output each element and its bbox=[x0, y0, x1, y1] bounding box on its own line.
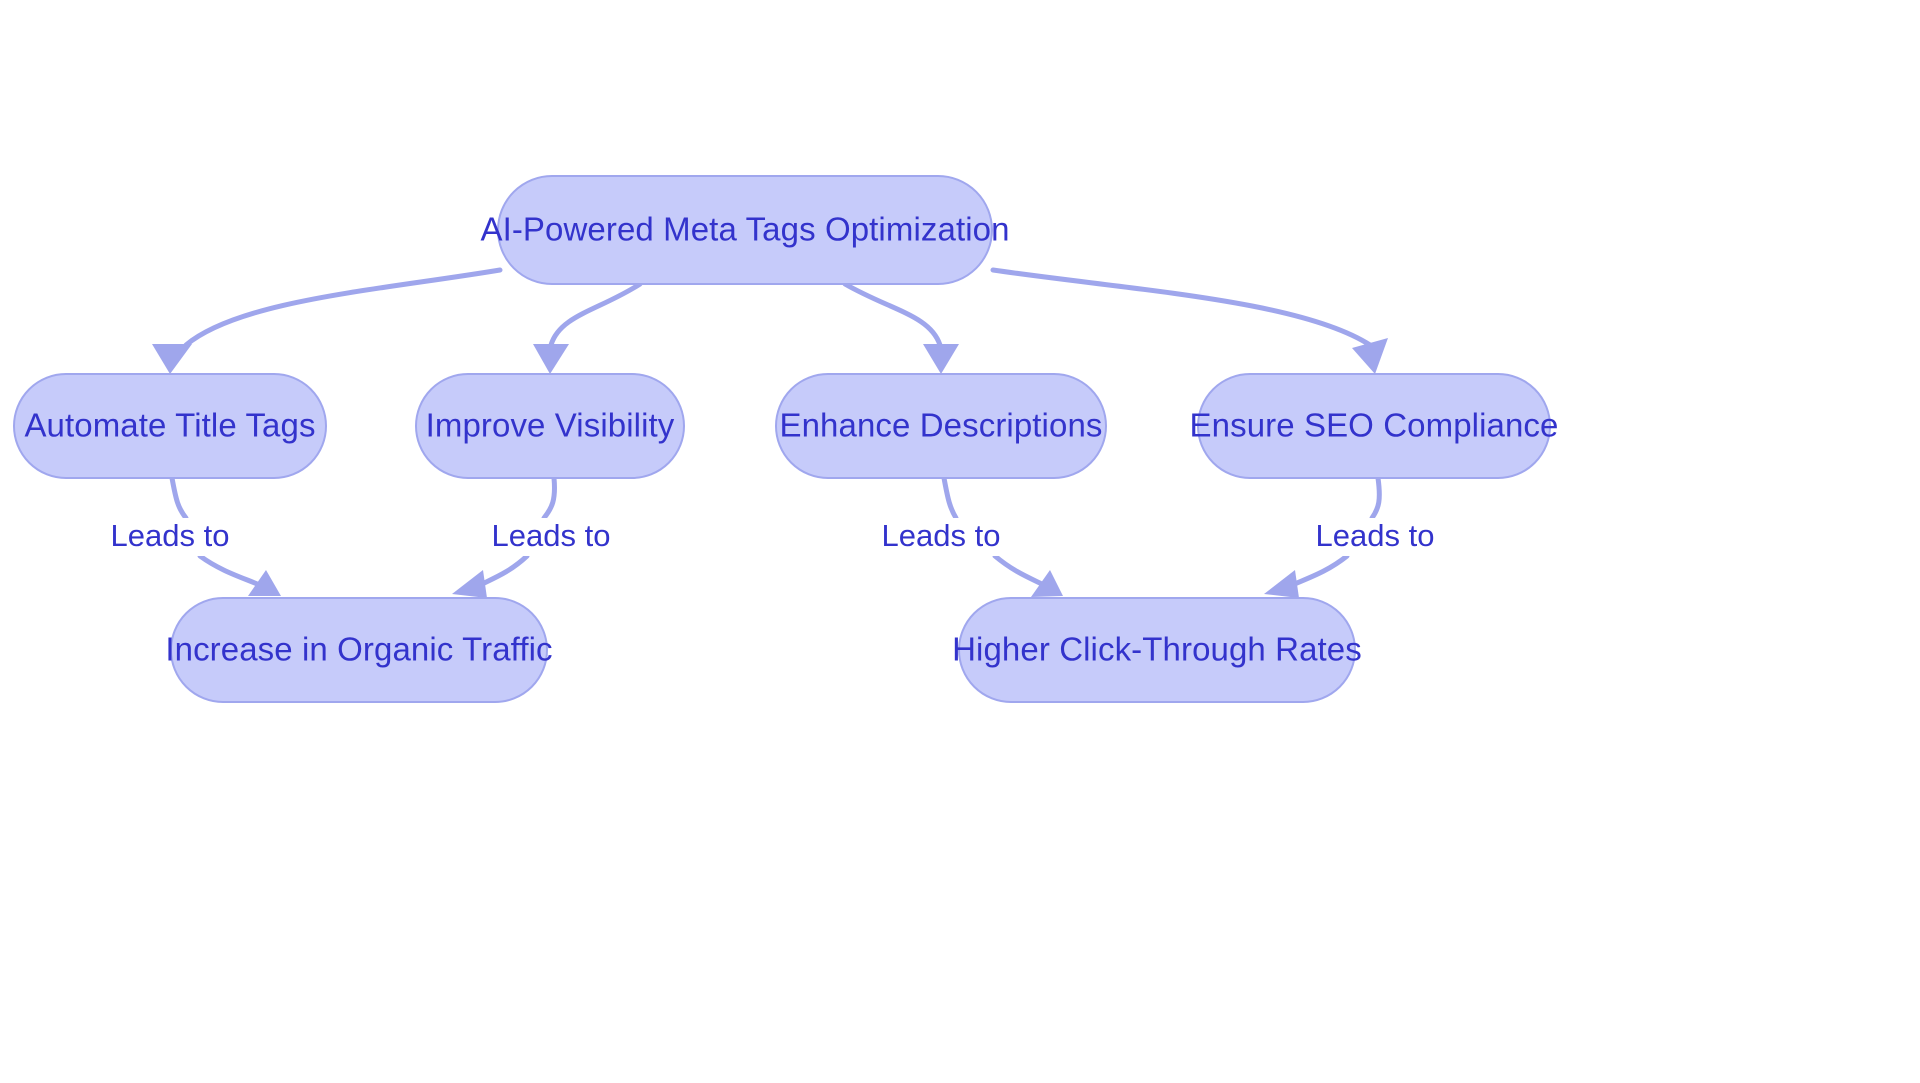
edge-line bbox=[1287, 553, 1350, 589]
edge-label-leads-to-1: Leads to bbox=[111, 518, 230, 553]
edge-line bbox=[183, 267, 503, 348]
edge-root-to-enhance-descriptions bbox=[842, 281, 959, 374]
node-background[interactable] bbox=[497, 175, 993, 285]
node-label: Automate Title Tags bbox=[24, 407, 315, 444]
edge-root-to-improve-visibility bbox=[533, 281, 643, 374]
edge-label-background bbox=[1316, 518, 1436, 556]
edge-line bbox=[169, 475, 189, 521]
node-background[interactable] bbox=[415, 373, 685, 479]
edge-line bbox=[541, 475, 557, 521]
edge-line bbox=[475, 553, 530, 589]
node-enhance-descriptions[interactable]: Enhance Descriptions bbox=[775, 373, 1107, 479]
node-label: Higher Click-Through Rates bbox=[952, 631, 1362, 668]
node-ensure-seo-compliance[interactable]: Ensure SEO Compliance bbox=[1190, 373, 1559, 479]
node-label: Improve Visibility bbox=[426, 407, 675, 444]
arrowhead-icon bbox=[1264, 570, 1299, 598]
arrowhead-icon bbox=[1352, 338, 1388, 374]
node-layer: AI-Powered Meta Tags Optimization Automa… bbox=[13, 175, 1559, 703]
edge-line bbox=[992, 553, 1049, 589]
node-label: Ensure SEO Compliance bbox=[1190, 407, 1559, 444]
edge-layer: Leads to Leads to Leads to Leads to bbox=[111, 267, 1436, 598]
edge-line bbox=[548, 281, 643, 348]
arrowhead-icon bbox=[923, 344, 959, 374]
arrowhead-icon bbox=[248, 570, 281, 596]
node-increase-in-organic-traffic[interactable]: Increase in Organic Traffic bbox=[165, 597, 553, 703]
edge-improve-visibility-to-increase-in-organic-traffic: Leads to bbox=[452, 475, 612, 598]
arrowhead-icon bbox=[1031, 570, 1063, 597]
edge-label-leads-to-3: Leads to bbox=[882, 518, 1001, 553]
edge-label-leads-to-2: Leads to bbox=[492, 518, 611, 553]
edge-line bbox=[990, 267, 1373, 348]
node-ai-powered-meta-tags-optimization[interactable]: AI-Powered Meta Tags Optimization bbox=[480, 175, 1009, 285]
node-label: AI-Powered Meta Tags Optimization bbox=[480, 211, 1009, 248]
arrowhead-icon bbox=[152, 344, 192, 374]
edge-line bbox=[842, 281, 943, 348]
edge-line bbox=[1369, 475, 1382, 521]
edge-enhance-descriptions-to-higher-click-through-rates: Leads to bbox=[882, 475, 1063, 597]
edge-root-to-ensure-seo-compliance bbox=[990, 267, 1388, 374]
edge-ensure-seo-compliance-to-higher-click-through-rates: Leads to bbox=[1264, 475, 1436, 598]
edge-line bbox=[197, 553, 265, 589]
node-background[interactable] bbox=[958, 597, 1356, 703]
node-background[interactable] bbox=[13, 373, 327, 479]
node-label: Enhance Descriptions bbox=[779, 407, 1102, 444]
edge-line bbox=[941, 475, 959, 521]
node-automate-title-tags[interactable]: Automate Title Tags bbox=[13, 373, 327, 479]
node-higher-click-through-rates[interactable]: Higher Click-Through Rates bbox=[952, 597, 1362, 703]
arrowhead-icon bbox=[452, 570, 487, 598]
node-background[interactable] bbox=[170, 597, 548, 703]
node-background[interactable] bbox=[775, 373, 1107, 479]
edge-automate-title-tags-to-increase-in-organic-traffic: Leads to bbox=[111, 475, 281, 596]
edge-label-background bbox=[112, 518, 230, 556]
edge-label-leads-to-4: Leads to bbox=[1316, 518, 1435, 553]
arrowhead-icon bbox=[533, 344, 569, 374]
node-improve-visibility[interactable]: Improve Visibility bbox=[415, 373, 685, 479]
edge-label-background bbox=[882, 518, 1002, 556]
edge-label-background bbox=[492, 518, 612, 556]
node-label: Increase in Organic Traffic bbox=[165, 631, 552, 668]
node-background[interactable] bbox=[1197, 373, 1551, 479]
edge-root-to-automate-title-tags bbox=[152, 267, 503, 374]
